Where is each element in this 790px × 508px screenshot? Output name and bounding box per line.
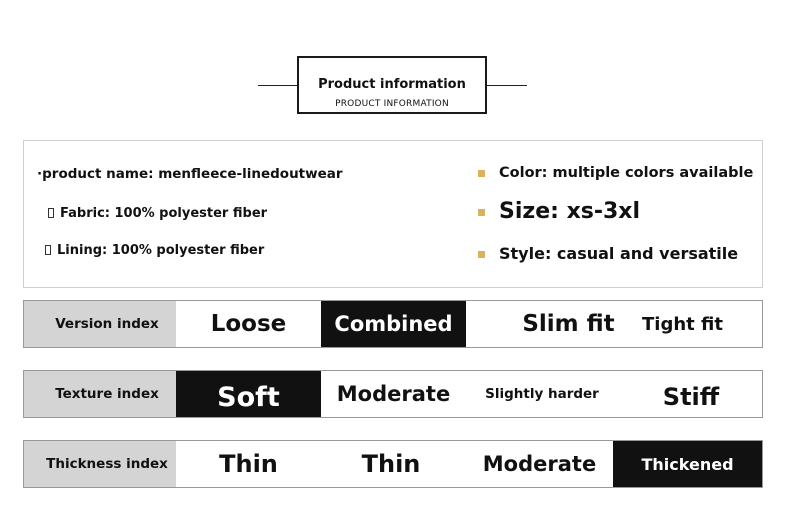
version-option-loose: Loose [210, 311, 287, 337]
bullet-square-icon [478, 251, 485, 258]
version-option-slim-fit: Slim fit [522, 311, 615, 337]
size-info: Size: xs-3xl [478, 199, 640, 224]
placeholder-glyph-icon [48, 208, 54, 218]
color-info: Color: multiple colors available [478, 165, 753, 181]
version-index-row: Version index Loose Combined Slim fit Ti… [23, 300, 763, 348]
texture-option-soft: Soft [176, 371, 321, 417]
title-rule-left [258, 85, 297, 86]
version-index-label: Version index [24, 301, 176, 347]
product-name: ·product name: menfleece-linedoutwear [37, 166, 343, 182]
thickness-option-moderate: Moderate [482, 452, 597, 476]
thickness-option-thin-1: Thin [219, 450, 278, 478]
section-title-box: Product information PRODUCT INFORMATION [297, 56, 487, 114]
version-option-combined: Combined [321, 301, 466, 347]
title-rule-right [487, 85, 527, 86]
version-option-tight-fit: Tight fit [642, 313, 723, 335]
texture-option-slightly-harder: Slightly harder [485, 386, 599, 402]
thickness-option-thin-2: Thin [361, 450, 421, 478]
thickness-index-row: Thickness index Thin Thin Moderate Thick… [23, 440, 763, 488]
thickness-index-label: Thickness index [24, 441, 176, 487]
lining-info: Lining: 100% polyester fiber [45, 243, 264, 258]
texture-option-moderate: Moderate [336, 382, 451, 406]
texture-index-label: Texture index [24, 371, 176, 417]
placeholder-glyph-icon [45, 245, 51, 255]
bullet-square-icon [478, 208, 485, 216]
section-title: Product information [318, 77, 466, 92]
texture-index-row: Texture index Soft Moderate Slightly har… [23, 370, 763, 418]
product-info-box: ·product name: menfleece-linedoutwear Fa… [23, 140, 763, 288]
section-subtitle: PRODUCT INFORMATION [335, 99, 449, 109]
thickness-option-thickened: Thickened [613, 441, 762, 487]
style-info: Style: casual and versatile [478, 244, 738, 263]
bullet-square-icon [478, 169, 485, 177]
fabric-info: Fabric: 100% polyester fiber [48, 206, 267, 221]
texture-option-stiff: Stiff [662, 383, 720, 411]
